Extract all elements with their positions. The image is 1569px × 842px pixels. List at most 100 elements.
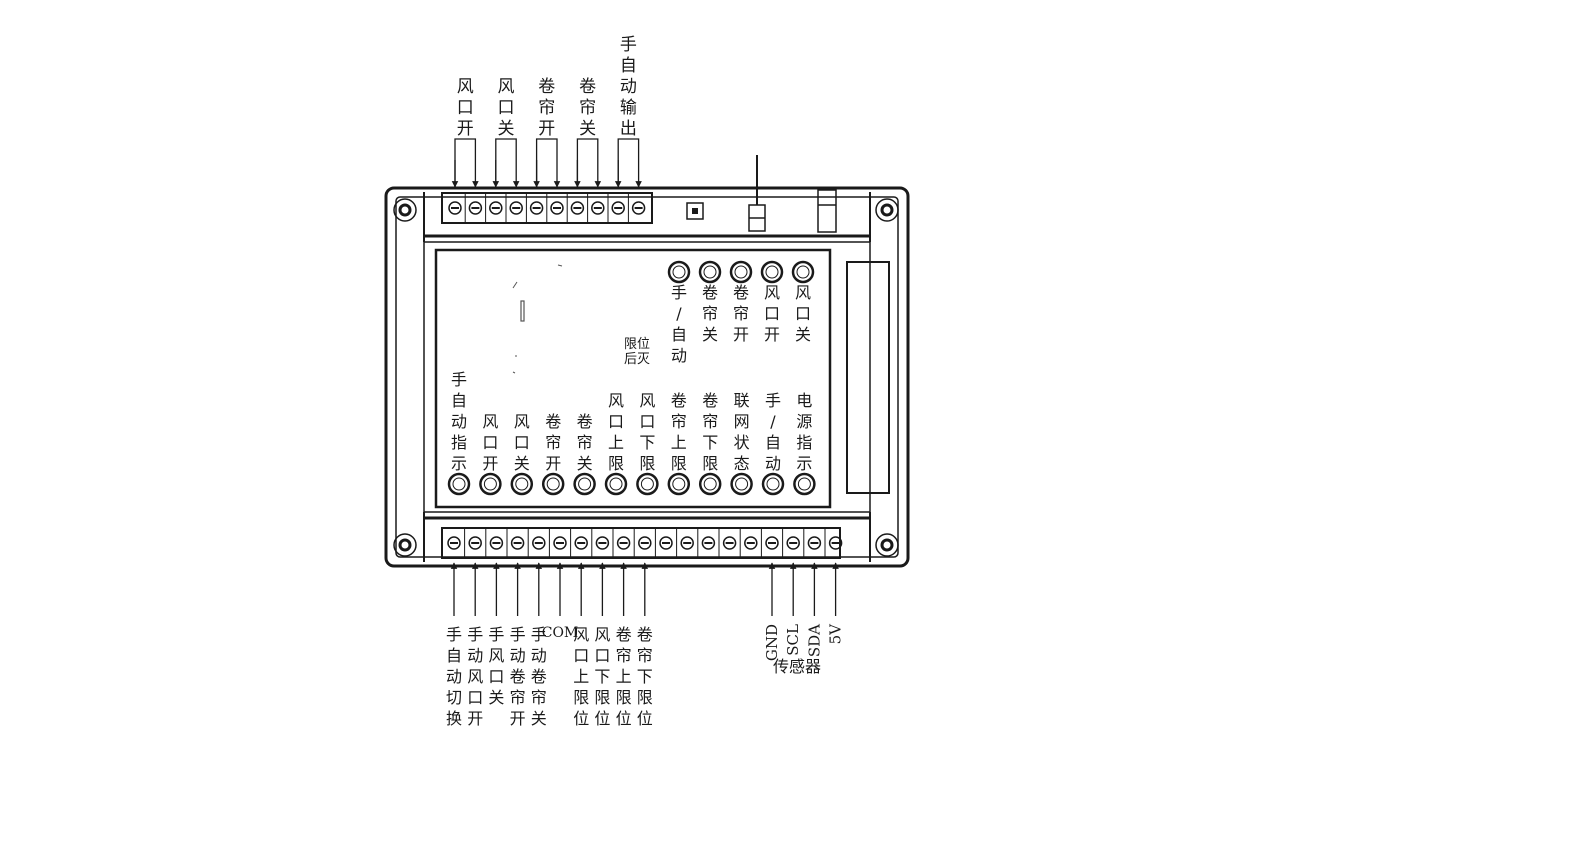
bottom-terminal-screw bbox=[807, 536, 822, 550]
output-label-curtain-close: 卷帘关 bbox=[579, 77, 596, 139]
led-top-label-curtain-close: 卷帘关 bbox=[702, 283, 718, 344]
input-label-manual-curtain-open: 手动卷帘开 bbox=[510, 625, 526, 728]
led-top-label-vent-open: 风口开 bbox=[764, 283, 780, 344]
bottom-terminal-screw bbox=[765, 536, 779, 550]
mounting-holes bbox=[393, 198, 899, 557]
bottom-terminal-screw bbox=[532, 536, 546, 550]
led-bottom-label-manual-auto-indicator: 手自动指示 bbox=[451, 370, 467, 473]
output-bracket-curtain-open bbox=[533, 138, 561, 188]
led-top-curtain-close bbox=[698, 260, 722, 284]
input-label-manual-auto-switch: 手自动切换 bbox=[446, 625, 462, 728]
output-label-vent-close: 风口关 bbox=[498, 77, 515, 139]
led-top-vent-open bbox=[760, 260, 784, 284]
bottom-terminal-block bbox=[441, 527, 843, 559]
top-terminal-screw bbox=[529, 201, 544, 215]
panel-bottom-led-row: 手自动指示风口开风口关卷帘开卷帘关风口上限风口下限卷帘上限卷帘下限联网状态手/自… bbox=[447, 370, 816, 496]
mounting-hole-bottom-right bbox=[875, 533, 899, 557]
sensor-label-gnd: GND bbox=[763, 624, 781, 661]
output-label-curtain-open: 卷帘开 bbox=[538, 77, 555, 139]
output-label-manual-auto-output: 手自动输出 bbox=[620, 35, 637, 139]
led-bottom-label-power-indicator: 电源指示 bbox=[796, 391, 812, 473]
led-bottom-label-vent-open: 风口开 bbox=[482, 412, 498, 473]
led-bottom-network-status bbox=[730, 472, 753, 496]
led-bottom-vent-close bbox=[510, 472, 534, 496]
input-label-curtain-lower-limit: 卷帘下限位 bbox=[637, 625, 653, 728]
input-label-manual-curtain-close: 手动卷帘关 bbox=[531, 625, 547, 728]
top-components bbox=[686, 155, 837, 233]
bottom-terminal-screw bbox=[828, 536, 843, 550]
led-bottom-label-vent-close: 风口关 bbox=[514, 412, 530, 473]
top-terminal-screw bbox=[631, 201, 646, 215]
sensor-label-scl: SCL bbox=[784, 624, 802, 656]
bottom-input-arrows bbox=[450, 562, 839, 616]
bottom-terminal-screw bbox=[638, 536, 652, 550]
output-bracket-vent-open bbox=[451, 138, 479, 188]
reset-button bbox=[686, 202, 704, 220]
bottom-terminal-screw bbox=[489, 536, 504, 550]
top-terminal-screw bbox=[550, 201, 564, 215]
front-panel bbox=[434, 248, 832, 509]
bottom-terminal-screw bbox=[510, 536, 525, 550]
led-bottom-label-curtain-open: 卷帘开 bbox=[545, 412, 561, 473]
top-terminal-screw bbox=[448, 201, 462, 215]
sensor-label-5v: 5V bbox=[827, 623, 845, 645]
led-bottom-curtain-open bbox=[541, 472, 565, 496]
top-output-labels: 风口开 风口关 卷帘开 卷帘关 手自动输出 bbox=[457, 35, 637, 139]
led-top-label-curtain-open: 卷帘开 bbox=[733, 283, 749, 344]
input-label-manual-vent-open: 手动风口开 bbox=[467, 625, 483, 728]
mounting-hole-top-left bbox=[393, 198, 417, 222]
led-bottom-curtain-upper-limit bbox=[667, 472, 691, 496]
led-bottom-manual-auto-indicator bbox=[447, 472, 471, 496]
output-label-vent-open: 风口开 bbox=[457, 77, 474, 139]
top-terminal-screw bbox=[611, 201, 625, 215]
top-terminal-screw bbox=[591, 201, 605, 215]
bottom-terminal-screw bbox=[659, 536, 673, 550]
top-terminal-block bbox=[441, 192, 653, 224]
input-label-vent-upper-limit: 风口上限位 bbox=[573, 625, 589, 728]
led-bottom-label-vent-lower-limit: 风口下限 bbox=[639, 391, 655, 473]
bottom-input-labels: 手自动切换手动风口开手风口关手动卷帘开手动卷帘关COM风口上限位风口下限位卷帘上… bbox=[446, 625, 653, 728]
limit-note-line1: 限位 bbox=[624, 337, 650, 352]
bottom-terminal-screw bbox=[616, 536, 631, 550]
led-top-label-manual-auto: 手/自动 bbox=[671, 283, 687, 365]
led-bottom-label-curtain-lower-limit: 卷帘下限 bbox=[702, 391, 718, 473]
bottom-terminal-screw bbox=[701, 536, 716, 550]
bottom-terminal-screw bbox=[722, 536, 737, 550]
bottom-terminal-screw bbox=[468, 536, 482, 550]
led-bottom-manual-auto bbox=[761, 472, 785, 496]
led-bottom-curtain-lower-limit bbox=[698, 472, 722, 496]
bottom-terminal-screw bbox=[680, 536, 694, 550]
input-label-com: COM bbox=[542, 625, 579, 641]
led-top-vent-close bbox=[791, 260, 815, 284]
sensor-label-sda: SDA bbox=[805, 624, 823, 657]
output-bracket-manual-auto-output bbox=[614, 138, 642, 188]
top-terminal-screw bbox=[509, 201, 523, 215]
bottom-terminal-screw bbox=[447, 536, 461, 550]
bottom-terminal-screw bbox=[574, 536, 588, 550]
top-terminal-screw bbox=[570, 201, 585, 215]
led-bottom-label-curtain-close: 卷帘关 bbox=[577, 412, 593, 473]
led-top-label-vent-close: 风口关 bbox=[795, 283, 811, 344]
top-output-arrows bbox=[451, 138, 642, 188]
input-label-curtain-upper-limit: 卷帘上限位 bbox=[616, 625, 632, 728]
bottom-terminal-screw bbox=[786, 536, 800, 550]
led-top-manual-auto bbox=[667, 260, 691, 284]
led-bottom-label-manual-auto: 手/自动 bbox=[765, 391, 781, 473]
output-bracket-curtain-close bbox=[574, 138, 602, 188]
bottom-terminal-screw bbox=[553, 536, 567, 550]
led-top-curtain-open bbox=[729, 260, 753, 284]
led-bottom-vent-upper-limit bbox=[604, 472, 628, 496]
bottom-terminal-screw bbox=[595, 536, 610, 550]
top-terminal-screw bbox=[468, 201, 483, 215]
mounting-hole-top-right bbox=[875, 198, 899, 222]
led-bottom-vent-lower-limit bbox=[636, 472, 659, 496]
input-label-manual-vent-close: 手风口关 bbox=[488, 625, 504, 707]
top-terminal-screw bbox=[489, 201, 503, 215]
power-switch bbox=[817, 189, 837, 233]
mounting-hole-bottom-left bbox=[393, 533, 417, 557]
sensor-group-label: 传感器 bbox=[773, 657, 821, 676]
